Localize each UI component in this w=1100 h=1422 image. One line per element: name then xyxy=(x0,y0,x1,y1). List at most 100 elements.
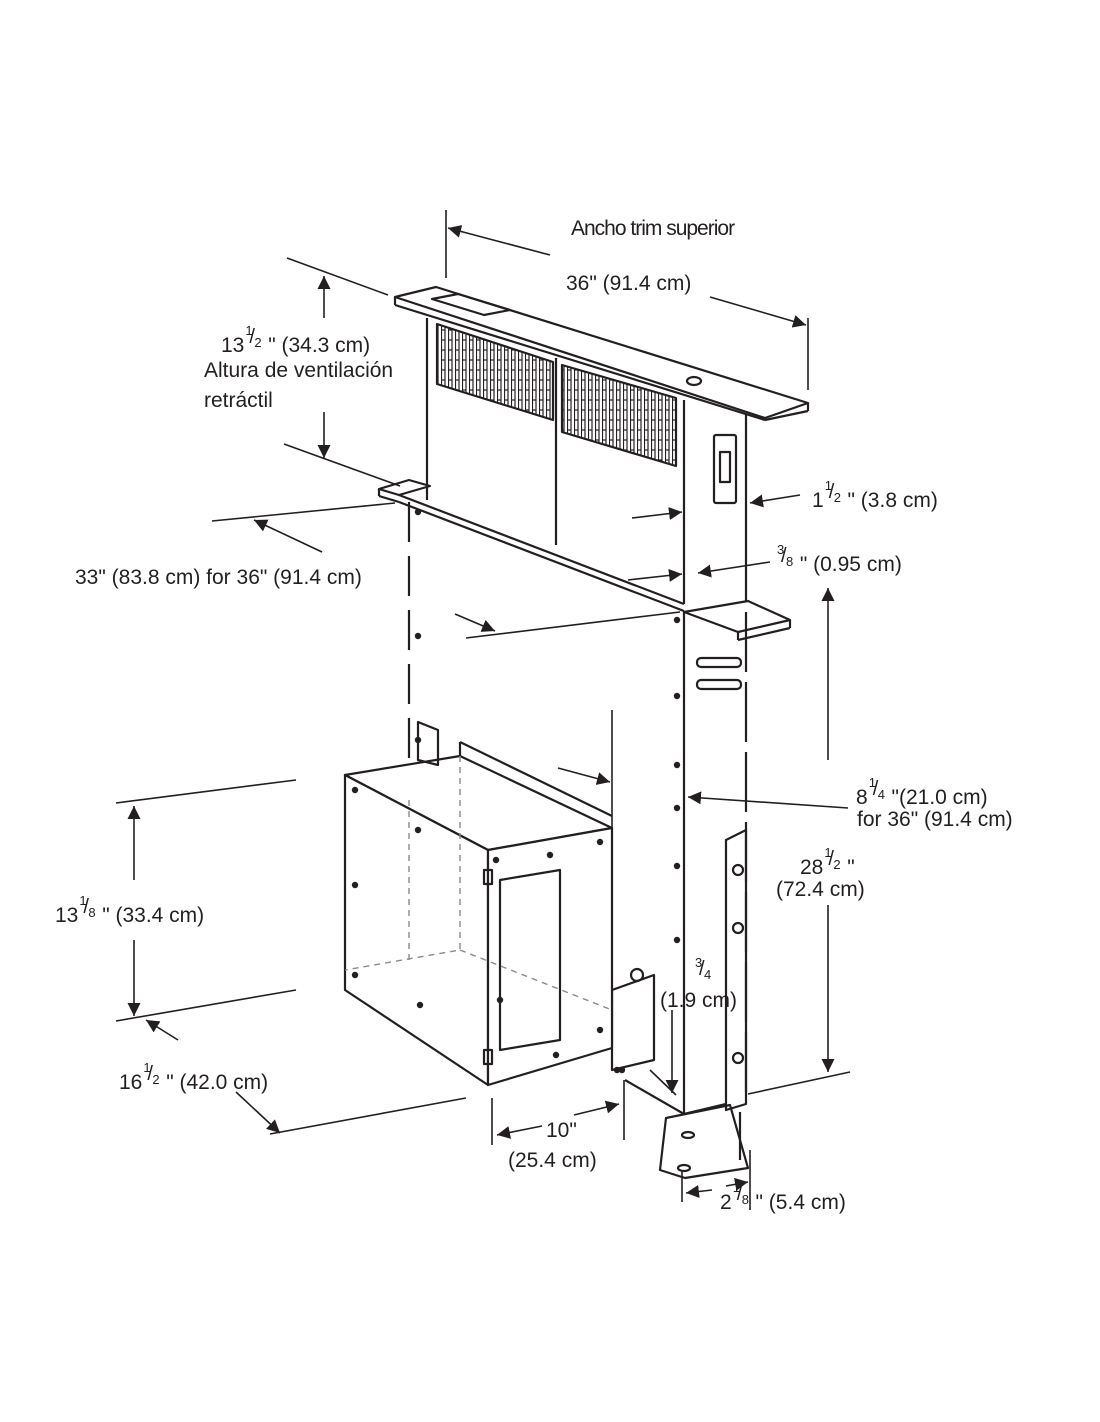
arrow-body-depth-left xyxy=(557,767,611,785)
arrow-motor-offset-leader xyxy=(649,1069,677,1096)
arrow-top-width-left xyxy=(447,225,551,256)
left-shelf xyxy=(377,478,432,497)
blower-front-panel xyxy=(498,868,562,1052)
left-shelf-bottom xyxy=(378,494,400,504)
hinge-upper xyxy=(482,868,494,886)
blower-height-whole: 13 xyxy=(55,904,79,927)
panel-gap-rest: " (0.95 cm) xyxy=(794,553,902,576)
vent-base-line-lower xyxy=(398,500,685,613)
blower-width-whole: 16 xyxy=(119,1071,143,1094)
housing-side-slot-1 xyxy=(695,656,743,669)
arrow-blower-depth-right xyxy=(573,1100,620,1116)
arrow-side-depth xyxy=(749,494,801,508)
vent-base-line xyxy=(398,493,685,606)
arrow-side-depth-2 xyxy=(631,507,683,521)
ext-line-vent-top xyxy=(286,257,389,296)
motor-offset-cm: (1.9 cm) xyxy=(660,989,738,1012)
blower-front xyxy=(486,826,614,1087)
ext-line-panel-left xyxy=(211,502,396,522)
motor-offset-fraction: 3/4 xyxy=(695,955,712,982)
fastener-dots xyxy=(351,508,681,1074)
side-depth-rest: " (3.8 cm) xyxy=(841,489,938,512)
blower-height-fraction: 1/8 xyxy=(79,893,96,920)
body-depth-caption: for 36" (91.4 cm) xyxy=(857,808,1013,831)
vent-height-rest: " (34.3 cm) xyxy=(262,334,371,357)
arrow-panel-gap-right xyxy=(697,561,771,578)
total-height-rest: " xyxy=(841,856,855,879)
arrow-panel-gap-left xyxy=(627,568,683,582)
dimension-lines xyxy=(115,210,851,1210)
arrow-top-width-right xyxy=(709,296,807,328)
ext-line-blower-bottom xyxy=(115,989,297,1022)
arrow-blower-width-right xyxy=(235,1091,281,1134)
right-shelf xyxy=(682,599,792,634)
vent-height-whole: 13 xyxy=(221,334,245,357)
total-height-cm: (72.4 cm) xyxy=(776,878,865,901)
bracket-rest: " (5.4 cm) xyxy=(749,1191,846,1214)
side-control-panel xyxy=(712,433,738,505)
body-depth-whole: 8 xyxy=(856,786,868,809)
blower-flange-2 xyxy=(459,741,613,817)
arrow-panel-width-right-head xyxy=(454,613,496,632)
ext-line-vent-bottom xyxy=(283,443,401,487)
panel-gap-fraction: 3/8 xyxy=(777,542,794,569)
hinge-lower xyxy=(482,1048,494,1066)
total-height-whole: 28 xyxy=(800,856,824,879)
bracket-bolt-3 xyxy=(731,1051,745,1065)
top-trim-width-title: Ancho trim superior xyxy=(571,217,735,240)
arrow-blower-width-left xyxy=(145,1019,179,1041)
top-trim-bottom-edge xyxy=(394,303,766,422)
side-depth-fraction: 1/2 xyxy=(824,478,841,505)
blower-width-fraction: 1/2 xyxy=(143,1060,160,1087)
mounting-bracket xyxy=(724,828,748,1112)
control-slot xyxy=(430,292,512,317)
ext-line-blower-width xyxy=(269,1097,467,1135)
vent-height-caption-1: Altura de ventilación xyxy=(204,359,394,382)
side-depth-whole: 1 xyxy=(812,489,824,512)
top-width-label: 36" (91.4 cm) xyxy=(566,272,692,295)
blower-height-rest: " (33.4 cm) xyxy=(96,904,205,927)
bracket-whole: 2 xyxy=(720,1191,732,1214)
blower-depth-cm: (25.4 cm) xyxy=(508,1149,597,1172)
arrow-bracket-left xyxy=(685,1185,713,1198)
right-grille xyxy=(560,363,678,468)
body-depth-fraction: 1/4 xyxy=(868,775,885,802)
junction-box xyxy=(610,973,656,1072)
bracket-left-top xyxy=(416,720,440,767)
arrow-panel-width-left xyxy=(253,519,323,553)
total-height-fraction: 1/2 xyxy=(824,845,841,872)
power-knob xyxy=(685,375,703,387)
bracket-fraction: 1/8 xyxy=(732,1180,749,1207)
left-grille xyxy=(435,322,555,422)
bracket-bolt-1 xyxy=(731,863,745,877)
vent-height-fraction: 1/2 xyxy=(245,323,262,350)
ext-line-blower-top xyxy=(115,779,297,804)
floor-foot-hole xyxy=(680,1130,696,1140)
floor-foot-hole-2 xyxy=(676,1163,692,1173)
arrow-blower-depth-left xyxy=(496,1125,543,1139)
vent-height-caption-2: retráctil xyxy=(204,389,273,412)
arrow-bracket-right xyxy=(725,1177,749,1191)
side-control-switch xyxy=(718,450,732,484)
arrow-body-depth-right xyxy=(687,791,849,809)
top-trim-side-edge xyxy=(764,409,809,422)
vent-drawing xyxy=(343,285,810,1180)
blower-width-rest: " (42.0 cm) xyxy=(160,1071,269,1094)
housing-side-slot-2 xyxy=(695,678,743,691)
ext-line-total-bottom xyxy=(747,1071,851,1095)
blower-hidden-edge-back xyxy=(459,949,613,1011)
floor-foot xyxy=(658,1103,750,1180)
panel-gap-label: 3/8 " (0.95 cm) xyxy=(776,542,902,578)
arrow-panel-width-right xyxy=(465,611,681,639)
bracket-bolt-2 xyxy=(731,921,745,935)
panel-width-label: 33" (83.8 cm) for 36" (91.4 cm) xyxy=(75,566,362,589)
housing-bottom xyxy=(624,1079,685,1115)
junction-knockout xyxy=(629,967,645,983)
